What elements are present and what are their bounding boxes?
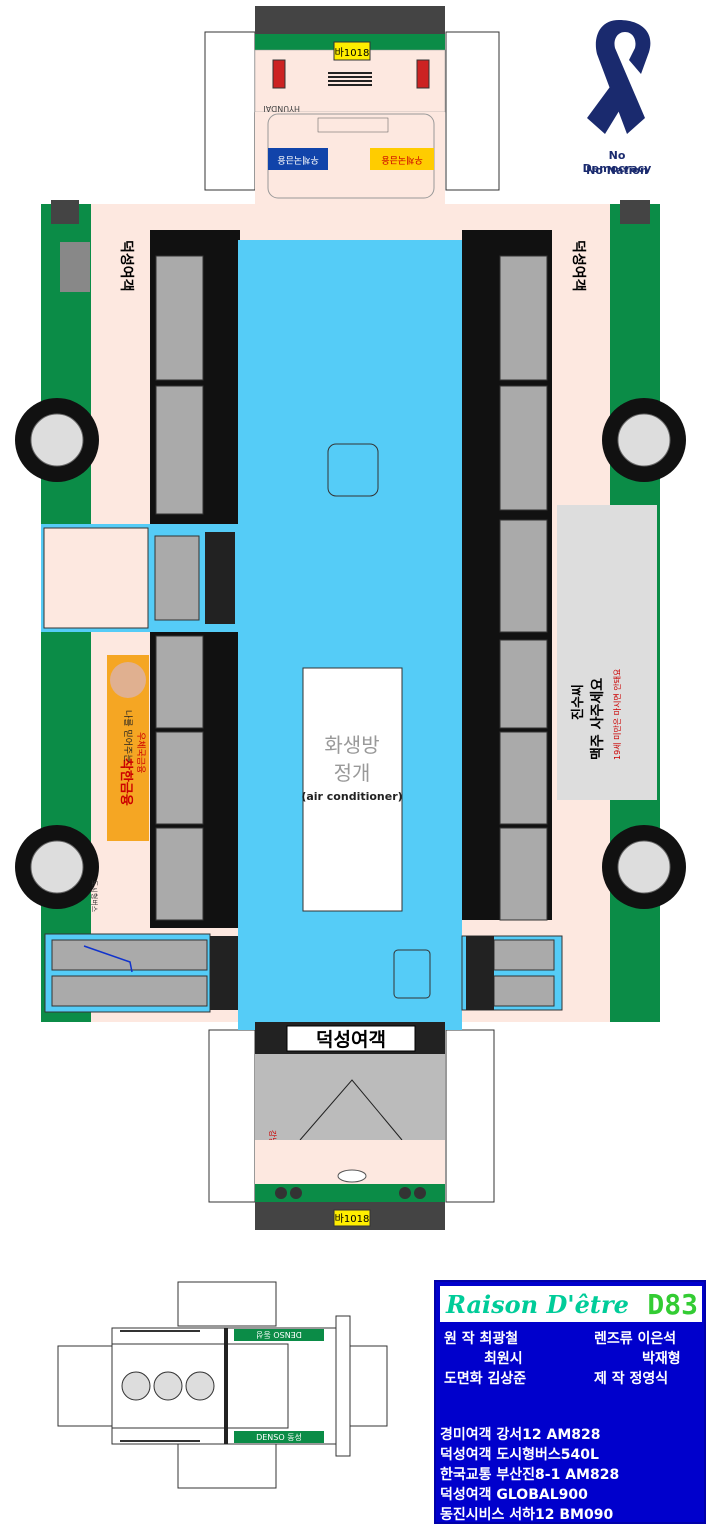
credit-row-1-left: 원 작 최광철 xyxy=(444,1331,519,1347)
svg-text:DENSO 동성: DENSO 동성 xyxy=(256,1330,302,1339)
bus-roof: 화생방 정개 (air conditioner) xyxy=(255,200,445,1030)
ribbon-line-2: No Nation xyxy=(586,164,648,177)
svg-text:HYUNDAI: HYUNDAI xyxy=(263,104,300,113)
svg-text:우체국금융: 우체국금융 xyxy=(135,732,146,773)
svg-text:덕성여객: 덕성여객 xyxy=(570,240,587,292)
bus-right-side: 덕성여객 진수씨 맥주 사주세요 19세 미만은 마시면 안돼요 xyxy=(445,200,686,1030)
credit-header: Raison D'être D83 xyxy=(440,1286,702,1322)
credit-row-1-right: 렌즈류 이은석 xyxy=(594,1331,677,1347)
model-4: 덕성여객 GLOBAL900 xyxy=(440,1487,588,1503)
svg-text:우체국금융: 우체국금융 xyxy=(381,154,422,165)
bus-rear: 바1018 HYUNDAI 우체국금융 우체국금융 xyxy=(254,6,446,202)
credit-panel: Raison D'être D83 원 작 최광철 렌즈류 이은석 최원시 박재… xyxy=(434,1280,706,1524)
credit-code: D83 xyxy=(647,1288,698,1321)
svg-text:(air conditioner): (air conditioner) xyxy=(301,790,402,803)
rear-flap-right xyxy=(445,31,500,191)
model-5: 동진시비스 서하12 BM090 xyxy=(440,1507,614,1523)
credit-row-2-left: 최원시 xyxy=(484,1351,523,1367)
ribbon-icon xyxy=(587,20,651,134)
ribbon-logo: No Democracy No Nation xyxy=(575,14,659,184)
svg-text:진수씨: 진수씨 xyxy=(570,684,586,720)
svg-text:나를 믿어주는: 나를 믿어주는 xyxy=(122,710,134,763)
svg-text:화생방: 화생방 xyxy=(324,733,379,757)
svg-text:덕성여객: 덕성여객 xyxy=(118,240,135,292)
roof-ac-unit xyxy=(302,667,403,912)
credit-row-2-right: 박재형 xyxy=(642,1351,681,1367)
credit-brand: Raison D'être xyxy=(446,1290,629,1319)
svg-text:덕성여객: 덕성여객 xyxy=(316,1029,386,1051)
model-3: 한국교통 부산진8-1 AM828 xyxy=(440,1467,620,1483)
ribbon-line-1: No Democracy xyxy=(582,149,652,175)
model-2: 덕성여객 도시형버스540L xyxy=(440,1447,599,1463)
svg-text:도시형버스: 도시형버스 xyxy=(90,880,99,913)
bus-front: 덕성여객 강남 재첩 상계 바1018 xyxy=(255,1022,445,1230)
ac-unit-papercraft: DENSO 동성 DENSO 동성 xyxy=(57,1281,388,1489)
bus-left-side: 덕성여객 착한금융 우체국금융 나를 믿어주는 도시형버스 xyxy=(15,200,255,1030)
svg-text:DENSO 동성: DENSO 동성 xyxy=(256,1433,302,1442)
rear-plate-text: 바1018 xyxy=(335,47,370,59)
svg-text:정개: 정개 xyxy=(334,761,371,785)
svg-text:맥주 사주세요: 맥주 사주세요 xyxy=(589,678,606,760)
front-flap-left xyxy=(208,1029,256,1203)
model-1: 경미여객 강서12 AM828 xyxy=(440,1427,601,1443)
credit-row-3-right: 제 작 정영식 xyxy=(594,1371,669,1387)
front-flap-right xyxy=(445,1029,495,1203)
svg-text:착한금융: 착한금융 xyxy=(118,758,134,806)
bus-papercraft: 바1018 HYUNDAI 우체국금융 우체국금융 화생방 정개 (air co… xyxy=(15,6,686,1230)
credit-row-3-left: 도면화 김상준 xyxy=(444,1371,527,1387)
svg-text:우체국금융: 우체국금융 xyxy=(277,154,318,165)
rear-flap-left xyxy=(204,31,256,191)
svg-text:19세 미만은 마시면 안돼요: 19세 미만은 마시면 안돼요 xyxy=(612,669,622,760)
svg-text:바1018: 바1018 xyxy=(335,1213,370,1225)
ad-right xyxy=(557,505,657,800)
